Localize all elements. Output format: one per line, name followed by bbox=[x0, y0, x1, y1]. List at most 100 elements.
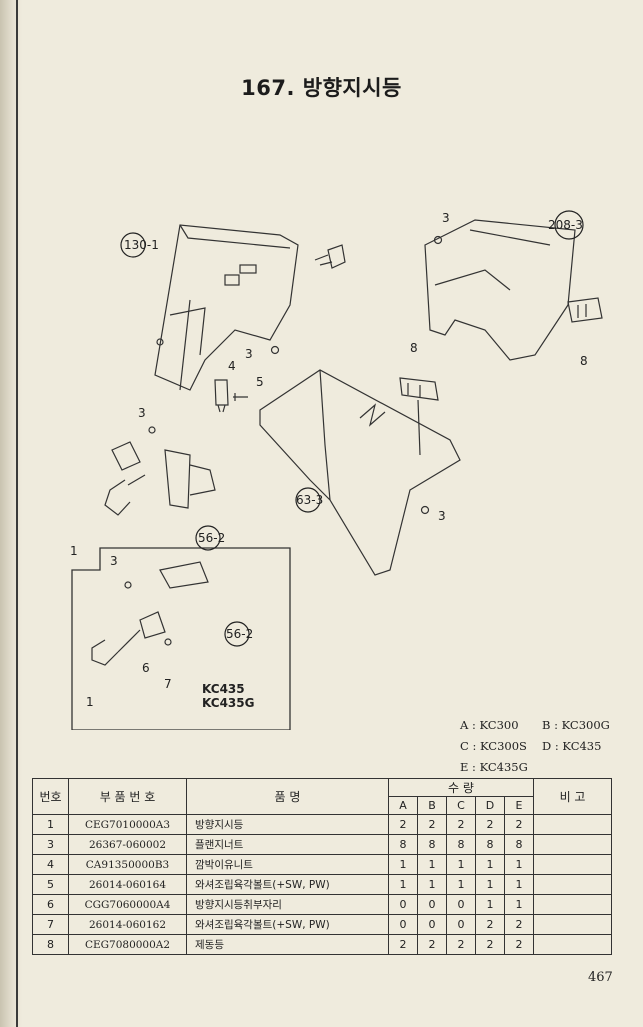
cell-qty-d: 1 bbox=[475, 854, 505, 875]
cell-qty-d: 1 bbox=[475, 874, 505, 895]
cell-qty-b: 1 bbox=[417, 854, 447, 875]
cell-qty-a: 1 bbox=[388, 854, 418, 875]
brake-lamp-right bbox=[567, 297, 603, 323]
table-row: 4 CA91350000B3 깜박이유니트 1 1 1 1 1 bbox=[32, 854, 613, 875]
inset-callout-7: 7 bbox=[164, 677, 172, 691]
callout-208-3: 208-3 bbox=[548, 218, 583, 232]
mounting-bracket bbox=[154, 224, 299, 391]
callout-3-b: 3 bbox=[138, 406, 146, 420]
cell-no: 1 bbox=[32, 814, 69, 835]
cell-qty-d: 2 bbox=[475, 914, 505, 935]
cell-part-no: CEG7080000A2 bbox=[68, 934, 187, 955]
cell-qty-e: 2 bbox=[503, 814, 535, 835]
inset-model-label-1: KC435 bbox=[202, 682, 245, 696]
cell-name: 제동등 bbox=[186, 934, 389, 955]
cell-remark bbox=[533, 934, 613, 955]
cell-qty-c: 0 bbox=[446, 894, 476, 915]
legend-row: E : KC435G bbox=[460, 757, 635, 778]
inset-callout-56-2: 56-2 bbox=[226, 627, 253, 641]
callout-8-a: 8 bbox=[410, 341, 418, 355]
cell-no: 5 bbox=[32, 874, 69, 895]
cell-qty-b: 1 bbox=[417, 874, 447, 895]
page-number: 467 bbox=[588, 970, 613, 985]
cell-qty-c: 2 bbox=[446, 934, 476, 955]
cell-qty-a: 0 bbox=[388, 894, 418, 915]
cell-qty-a: 8 bbox=[388, 834, 418, 855]
cell-qty-e: 8 bbox=[503, 834, 535, 855]
cell-qty-b: 2 bbox=[417, 814, 447, 835]
callout-3-c: 3 bbox=[438, 509, 446, 523]
header-remark: 비 고 bbox=[533, 778, 613, 815]
turn-signal-lamp-1 bbox=[104, 479, 131, 516]
cell-qty-c: 0 bbox=[446, 914, 476, 935]
legend-item: A : KC300 bbox=[460, 718, 519, 732]
floor-panel-63-3 bbox=[259, 369, 461, 576]
inset-callout-1: 1 bbox=[86, 695, 94, 709]
callout-1: 1 bbox=[70, 544, 78, 558]
cell-qty-c: 1 bbox=[446, 854, 476, 875]
cell-no: 8 bbox=[32, 934, 69, 955]
cell-qty-d: 1 bbox=[475, 894, 505, 915]
flasher-unit bbox=[214, 379, 229, 406]
fender-208-3 bbox=[424, 219, 576, 361]
inset-model-label-2: KC435G bbox=[202, 696, 254, 710]
cell-part-no: 26367-060002 bbox=[68, 834, 187, 855]
legend-item bbox=[542, 757, 624, 778]
callout-5: 5 bbox=[256, 375, 264, 389]
binding-line bbox=[16, 0, 18, 1027]
cell-qty-b: 8 bbox=[417, 834, 447, 855]
cell-no: 3 bbox=[32, 834, 69, 855]
cell-part-no: CGG7060000A4 bbox=[68, 894, 187, 915]
table-row: 6 CGG7060000A4 방향지시등취부자리 0 0 0 1 1 bbox=[32, 894, 613, 915]
cell-qty-d: 2 bbox=[475, 814, 505, 835]
binding-edge bbox=[0, 0, 22, 1027]
left-lamp-assembly bbox=[111, 441, 141, 471]
inset-frame bbox=[71, 547, 291, 731]
cell-name: 와셔조립육각볼트(+SW, PW) bbox=[186, 874, 389, 895]
header-qty: 수 량 bbox=[387, 778, 535, 797]
callout-56-2: 56-2 bbox=[198, 531, 225, 545]
header-qty-e: E bbox=[503, 796, 535, 815]
callout-3-d: 3 bbox=[442, 211, 450, 225]
cell-part-no: CEG7010000A3 bbox=[68, 814, 187, 835]
header-name: 품 명 bbox=[186, 778, 389, 815]
legend-row: C : KC300S D : KC435 bbox=[460, 736, 635, 757]
page-title: 167. 방향지시등 bbox=[241, 76, 402, 100]
table-row: 7 26014-060162 와셔조립육각볼트(+SW, PW) 0 0 0 2… bbox=[32, 914, 613, 935]
cell-qty-c: 1 bbox=[446, 874, 476, 895]
cell-qty-e: 1 bbox=[503, 894, 535, 915]
cell-qty-d: 8 bbox=[475, 834, 505, 855]
cell-part-no: 26014-060164 bbox=[68, 874, 187, 895]
table-row: 8 CEG7080000A2 제동등 2 2 2 2 2 bbox=[32, 934, 613, 955]
cell-no: 6 bbox=[32, 894, 69, 915]
cell-remark bbox=[533, 814, 613, 835]
cell-remark bbox=[533, 874, 613, 895]
header-no: 번호 bbox=[32, 778, 69, 815]
cell-qty-b: 2 bbox=[417, 934, 447, 955]
cell-remark bbox=[533, 834, 613, 855]
cell-qty-a: 0 bbox=[388, 914, 418, 935]
cell-name: 방향지시등 bbox=[186, 814, 389, 835]
legend-item: C : KC300S bbox=[460, 739, 527, 753]
cell-name: 깜박이유니트 bbox=[186, 854, 389, 875]
cell-qty-c: 8 bbox=[446, 834, 476, 855]
header-part-no: 부 품 번 호 bbox=[68, 778, 187, 815]
cell-qty-a: 2 bbox=[388, 934, 418, 955]
cell-remark bbox=[533, 854, 613, 875]
cell-name: 방향지시등취부자리 bbox=[186, 894, 389, 915]
callout-130-1: 130-1 bbox=[124, 238, 159, 252]
table-row: 1 CEG7010000A3 방향지시등 2 2 2 2 2 bbox=[32, 814, 613, 835]
diagram-drawing: 130-1 3 4 5 3 1 56-2 63-3 3 8 3 208-3 8 … bbox=[70, 210, 603, 731]
cell-qty-b: 0 bbox=[417, 894, 447, 915]
cell-qty-c: 2 bbox=[446, 814, 476, 835]
legend-row: A : KC300 B : KC300G bbox=[460, 715, 635, 736]
cell-qty-e: 1 bbox=[503, 854, 535, 875]
table-row: 3 26367-060002 플랜지너트 8 8 8 8 8 bbox=[32, 834, 613, 855]
legend-item: E : KC435G bbox=[460, 760, 528, 774]
header-qty-c: C bbox=[446, 796, 476, 815]
brake-lamp-center bbox=[399, 377, 439, 401]
cell-qty-b: 0 bbox=[417, 914, 447, 935]
cell-qty-a: 2 bbox=[388, 814, 418, 835]
header-qty-d: D bbox=[475, 796, 505, 815]
cell-remark bbox=[533, 914, 613, 935]
